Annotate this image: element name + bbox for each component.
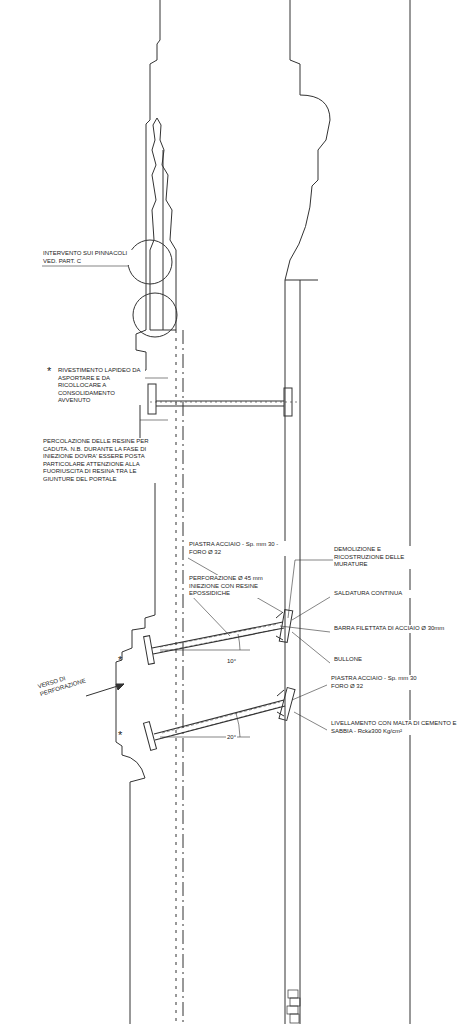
callout-note: PIASTRA ACCIAIO - Sp. mm 30 - FORO Ø 32 xyxy=(188,541,290,556)
callout-note: BARRA FILETTATA DI ACCIAIO Ø 30mm xyxy=(333,625,467,633)
callout-note: PERFORAZIONE Ø 45 mm INIEZIONE CON RESIN… xyxy=(188,575,274,598)
note-text: PERCOLAZIONE DELLE RESINE PER CADUTA. N.… xyxy=(42,438,156,483)
angle-dimension: 10° xyxy=(226,658,237,666)
callout-note: RIVESTIMENTO LAPIDEO DA ASPORTARE E DA R… xyxy=(57,367,145,405)
callout-mark: * xyxy=(117,730,123,741)
angle-dimension: 20° xyxy=(226,734,237,742)
callout-mark: * xyxy=(46,366,52,377)
callout-note: PIASTRA ACCIAIO - Sp. mm 30 FORO Ø 32 xyxy=(330,675,430,690)
callout-note: LIVELLAMENTO CON MALTA DI CEMENTO E SABB… xyxy=(330,720,468,735)
callout-note: BULLONE xyxy=(333,656,395,664)
direction-label: VERSO DI PERFORAZIONE xyxy=(36,668,94,699)
callout-note: SALDATURA CONTINUA xyxy=(333,590,425,598)
callout-note: DEMOLIZIONE E RICOSTRUZIONE DELLE MURATU… xyxy=(333,546,427,569)
callout-note: INTERVENTO SUI PINNACOLI VED. PART. C xyxy=(42,250,132,265)
callout-mark: * xyxy=(117,655,123,666)
